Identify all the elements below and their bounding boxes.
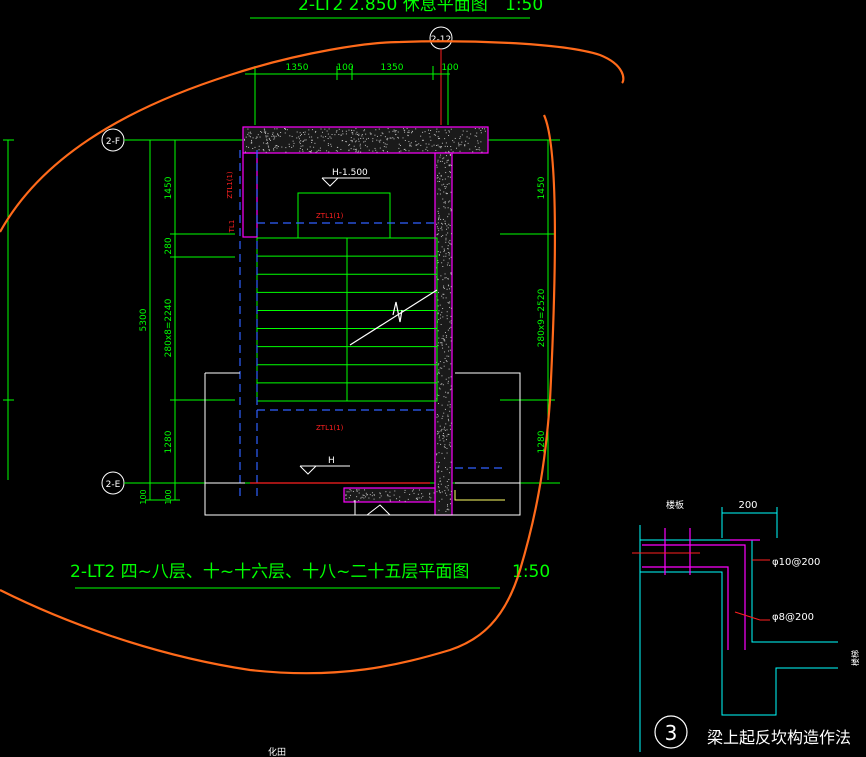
beam-label-mid: ZTL1(1) — [316, 212, 344, 220]
axis-label-top: 2-12 — [431, 35, 451, 45]
dim-left-1: 1450 — [164, 176, 174, 199]
wall-speckle — [244, 128, 486, 512]
beam-dashed-lines — [239, 150, 505, 500]
axis-label-left-lower: 2-E — [106, 480, 121, 490]
dim-left-bottom-b: 100 — [164, 489, 173, 504]
dim-right-3: 1280 — [537, 430, 547, 453]
tread-lines — [257, 255, 437, 384]
detail-floor-label: 楼板 — [666, 499, 684, 511]
top-partial-scale: 1:50 — [505, 0, 543, 15]
axis-label-left-upper: 2-F — [106, 137, 120, 147]
level-marker-landing — [321, 177, 370, 187]
detail-section — [639, 507, 838, 752]
dim-right-1: 1450 — [537, 176, 547, 199]
dim-left-total: 5300 — [139, 308, 149, 331]
dim-right-2: 280x9=2520 — [537, 288, 547, 347]
beam-label-tl1: TL1 — [228, 220, 236, 234]
dim-left-2: 280 — [164, 237, 174, 254]
dim-left-bottom-a: 100 — [139, 489, 148, 504]
main-title: 2-LT2 四~八层、十~十六层、十八~二十五层平面图 — [70, 562, 469, 582]
detail-number-circle — [654, 715, 688, 749]
dim-top-2: 100 — [336, 63, 353, 73]
detail-rebar — [642, 528, 760, 650]
beam-label-low: ZTL1(1) — [316, 424, 344, 432]
detail-title: 梁上起反坎构造作法 — [707, 728, 851, 747]
dim-top-1: 1350 — [286, 63, 309, 73]
detail-dim-width: 200 — [738, 500, 757, 511]
dim-left-3: 280x8=2240 — [164, 298, 174, 357]
detail-leaders — [632, 552, 770, 621]
side-note: 楼梯 — [850, 650, 860, 666]
revision-cloud — [0, 40, 625, 675]
stair-direction-arrow — [349, 289, 438, 346]
stair-walls — [242, 126, 489, 516]
top-dimension-chain — [245, 66, 450, 125]
dim-left-4: 1280 — [164, 430, 174, 453]
dim-top-4: 100 — [441, 63, 458, 73]
detail-number: 3 — [665, 721, 678, 745]
bottom-fragment: 化田 — [268, 746, 286, 757]
level-text-landing: H-1.500 — [332, 168, 368, 178]
drain-detail — [454, 490, 505, 501]
left-dimension-chain — [3, 139, 235, 501]
beam-label-left: ZTL1(1) — [226, 171, 234, 199]
level-text-floor: H — [328, 456, 335, 466]
stair-treads — [256, 192, 438, 402]
rebar-label-2: φ8@200 — [772, 612, 814, 623]
rebar-label-1: φ10@200 — [772, 557, 820, 568]
outline-white — [204, 372, 521, 516]
level-marker-floor — [299, 465, 350, 475]
dim-top-3: 1350 — [381, 63, 404, 73]
top-partial-title: 2-LT2 2.850 休息平面图 — [298, 0, 488, 15]
